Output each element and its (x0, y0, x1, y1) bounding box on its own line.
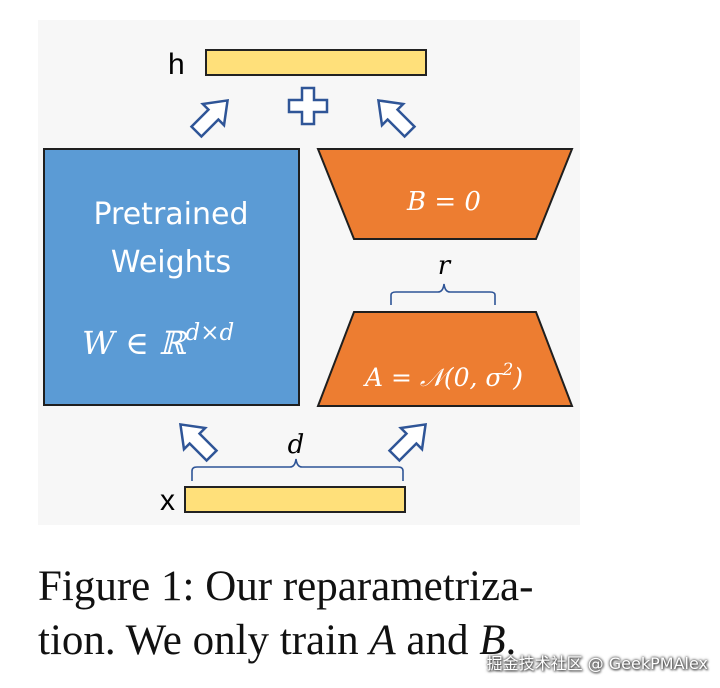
caption-line2-pre: tion. We only train (38, 617, 370, 664)
plus-icon (287, 86, 329, 126)
matrix-b-label: B = 0 (406, 187, 481, 217)
up-arrow-left-icon (189, 98, 230, 139)
output-bar (205, 49, 427, 76)
pretrained-formula: W ∈ ℝd×d (82, 320, 234, 362)
matrix-b-trapezoid (316, 148, 574, 240)
watermark-text: 掘金技术社区 @ GeekPMAlex (486, 654, 708, 673)
caption-and: and (395, 617, 480, 664)
matrix-a-trapezoid (316, 311, 574, 407)
caption-var-b: B (479, 617, 506, 664)
h-label: h (168, 48, 185, 81)
matrix-a-label: A = 𝒩(0, σ2) (363, 360, 523, 392)
caption-line1: Figure 1: Our reparametriza- (38, 563, 534, 610)
caption-var-a: A (369, 617, 396, 664)
dim-d-label: d (288, 430, 305, 460)
lora-diagram: h Pretrained Weights W ∈ ℝd×d B = 0 r A … (43, 48, 574, 517)
figure-caption: Figure 1: Our reparametriza- tion. We on… (38, 560, 598, 668)
input-arrow-right-icon (387, 422, 428, 463)
caption-end: . (505, 617, 517, 664)
input-bar (184, 486, 406, 513)
input-arrow-left-icon (178, 422, 219, 463)
pretrained-title-line1: Pretrained (93, 197, 248, 232)
rank-r-label: r (438, 251, 452, 281)
x-label: x (160, 484, 175, 517)
up-arrow-right-icon (376, 98, 417, 139)
rank-r-brace (390, 283, 496, 305)
dim-d-brace (191, 458, 404, 481)
pretrained-title-line2: Weights (111, 245, 231, 280)
pretrained-weights-box (43, 148, 300, 406)
